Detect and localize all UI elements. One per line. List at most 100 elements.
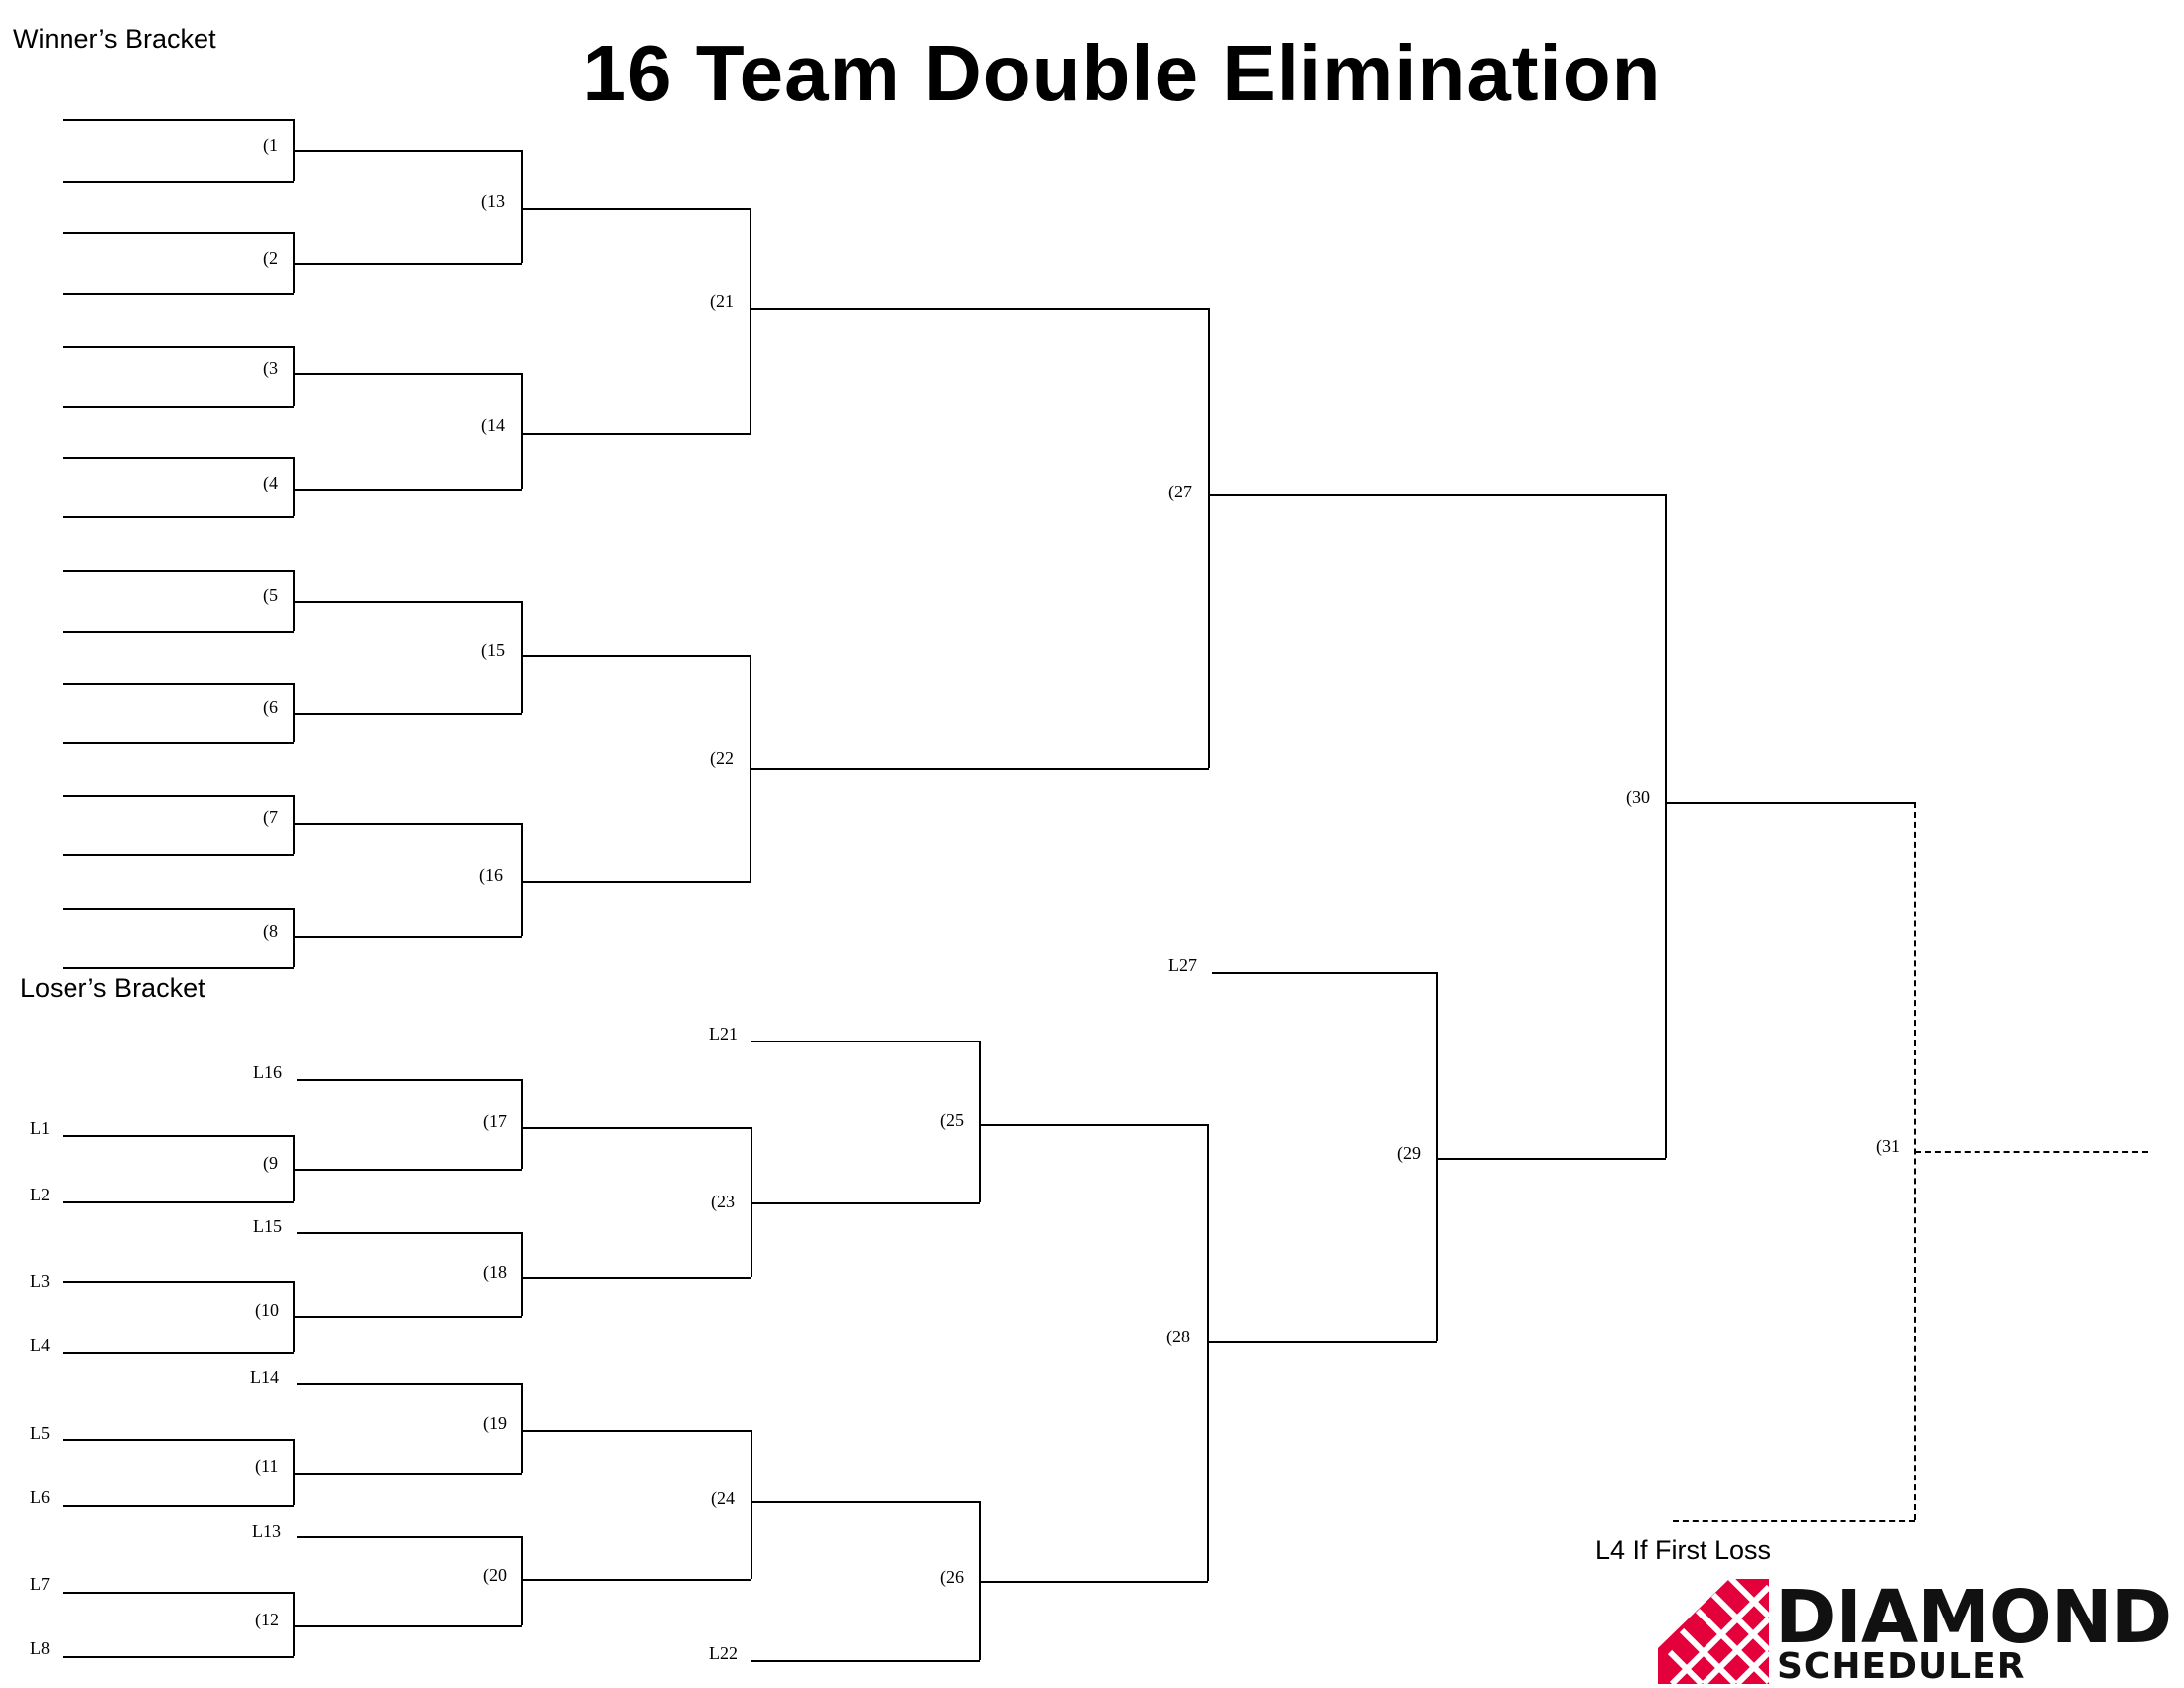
bracket-line xyxy=(751,1430,752,1579)
team-slot-line[interactable] xyxy=(63,631,294,633)
winner-slot-line[interactable] xyxy=(751,1501,980,1503)
winner-slot-line[interactable] xyxy=(294,373,522,375)
team-slot-line[interactable] xyxy=(63,406,294,408)
game-label: (14 xyxy=(481,415,505,435)
team-slot-line[interactable] xyxy=(297,1383,522,1385)
team-slot-line[interactable] xyxy=(63,570,294,572)
team-slot-line[interactable] xyxy=(63,1592,294,1594)
game-label: (5 xyxy=(263,585,278,605)
winner-slot-line[interactable] xyxy=(294,601,522,603)
team-slot-line[interactable] xyxy=(751,1041,980,1042)
game-label: (24 xyxy=(711,1488,735,1508)
winner-slot-line[interactable] xyxy=(294,489,522,491)
game-label: (25 xyxy=(940,1110,964,1130)
winner-slot-line[interactable] xyxy=(980,1581,1208,1583)
game-label: (6 xyxy=(263,697,278,717)
bracket-line xyxy=(293,570,295,631)
team-slot-line[interactable] xyxy=(63,181,294,183)
team-slot-line[interactable] xyxy=(63,119,294,121)
team-slot-line[interactable] xyxy=(63,795,294,797)
loser-input-label: L21 xyxy=(709,1024,738,1044)
bracket-line xyxy=(521,1536,523,1625)
dashed-final-winner-line[interactable] xyxy=(1915,1151,2148,1153)
winner-slot-line[interactable] xyxy=(522,1277,751,1279)
team-slot-line[interactable] xyxy=(63,232,294,234)
game-label: (4 xyxy=(263,473,278,492)
team-slot-line[interactable] xyxy=(63,742,294,744)
team-slot-line[interactable] xyxy=(63,1439,294,1441)
winner-slot-line[interactable] xyxy=(1209,494,1666,496)
diamond-scheduler-logo: DIAMOND SCHEDULER xyxy=(1658,1575,2174,1688)
loser-input-label: L15 xyxy=(253,1216,282,1236)
team-slot-line[interactable] xyxy=(1212,972,1437,974)
loser-input-label: L22 xyxy=(709,1643,738,1663)
game-label: (9 xyxy=(263,1153,278,1173)
winner-slot-line[interactable] xyxy=(522,208,751,210)
game-label: (1 xyxy=(263,135,278,155)
winner-slot-line[interactable] xyxy=(522,655,751,657)
winner-slot-line[interactable] xyxy=(294,823,522,825)
winner-slot-line[interactable] xyxy=(294,150,522,152)
winner-slot-line[interactable] xyxy=(980,1124,1208,1126)
team-slot-line[interactable] xyxy=(63,1505,294,1507)
loser-input-label: L6 xyxy=(30,1487,50,1507)
winner-slot-line[interactable] xyxy=(294,936,522,938)
team-slot-line[interactable] xyxy=(751,1660,980,1662)
team-slot-line[interactable] xyxy=(63,1135,294,1137)
game-label: (23 xyxy=(711,1192,735,1211)
winner-slot-line[interactable] xyxy=(522,1579,751,1581)
team-slot-line[interactable] xyxy=(63,293,294,295)
game-label: (29 xyxy=(1397,1143,1421,1163)
winner-slot-line[interactable] xyxy=(294,713,522,715)
bracket-line xyxy=(1436,972,1438,1341)
winner-slot-line[interactable] xyxy=(294,1316,522,1318)
game-label: (20 xyxy=(483,1565,507,1585)
winner-slot-line[interactable] xyxy=(294,263,522,265)
winner-slot-line[interactable] xyxy=(294,1473,522,1475)
team-slot-line[interactable] xyxy=(63,457,294,459)
winner-slot-line[interactable] xyxy=(751,1202,980,1204)
team-slot-line[interactable] xyxy=(63,1281,294,1283)
team-slot-line[interactable] xyxy=(63,683,294,685)
winner-slot-line[interactable] xyxy=(294,1625,522,1627)
loser-input-label: L3 xyxy=(30,1271,50,1291)
bracket-line xyxy=(521,1383,523,1473)
loser-input-label: L13 xyxy=(252,1521,281,1541)
winner-slot-line[interactable] xyxy=(1437,1158,1666,1160)
team-slot-line[interactable] xyxy=(63,854,294,856)
team-slot-line[interactable] xyxy=(63,1352,294,1354)
game-label: (21 xyxy=(710,291,734,311)
team-slot-line[interactable] xyxy=(63,1201,294,1203)
dashed-slot-line[interactable] xyxy=(1673,1520,1915,1522)
team-slot-line[interactable] xyxy=(63,1656,294,1658)
team-slot-line[interactable] xyxy=(297,1536,522,1538)
winner-slot-line[interactable] xyxy=(522,433,751,435)
game-label: (27 xyxy=(1168,482,1192,501)
bracket-line xyxy=(293,346,295,406)
winner-slot-line[interactable] xyxy=(522,1430,751,1432)
page-title: 16 Team Double Elimination xyxy=(582,29,1662,117)
team-slot-line[interactable] xyxy=(63,346,294,348)
team-slot-line[interactable] xyxy=(297,1232,522,1234)
winner-slot-line[interactable] xyxy=(751,308,1209,310)
game-label: (22 xyxy=(710,748,734,768)
loser-input-label: L7 xyxy=(30,1574,50,1594)
logo-subtitle: SCHEDULER xyxy=(1777,1646,2026,1687)
winner-slot-line[interactable] xyxy=(522,881,751,883)
bracket-line xyxy=(293,1135,295,1201)
champion-slot-line[interactable] xyxy=(1666,802,1915,804)
bracket-line xyxy=(1665,494,1667,1158)
winner-slot-line[interactable] xyxy=(522,1127,751,1129)
team-slot-line[interactable] xyxy=(297,1079,522,1081)
if-first-loss-note: L4 If First Loss xyxy=(1595,1535,1772,1565)
team-slot-line[interactable] xyxy=(63,516,294,518)
winner-slot-line[interactable] xyxy=(751,768,1209,770)
game-label: (10 xyxy=(255,1300,279,1320)
team-slot-line[interactable] xyxy=(63,908,294,910)
team-slot-line[interactable] xyxy=(63,967,294,969)
losers-bracket-heading: Loser’s Bracket xyxy=(20,973,205,1003)
bracket-line xyxy=(293,1592,295,1656)
winner-slot-line[interactable] xyxy=(1208,1341,1437,1343)
winner-slot-line[interactable] xyxy=(294,1169,522,1171)
